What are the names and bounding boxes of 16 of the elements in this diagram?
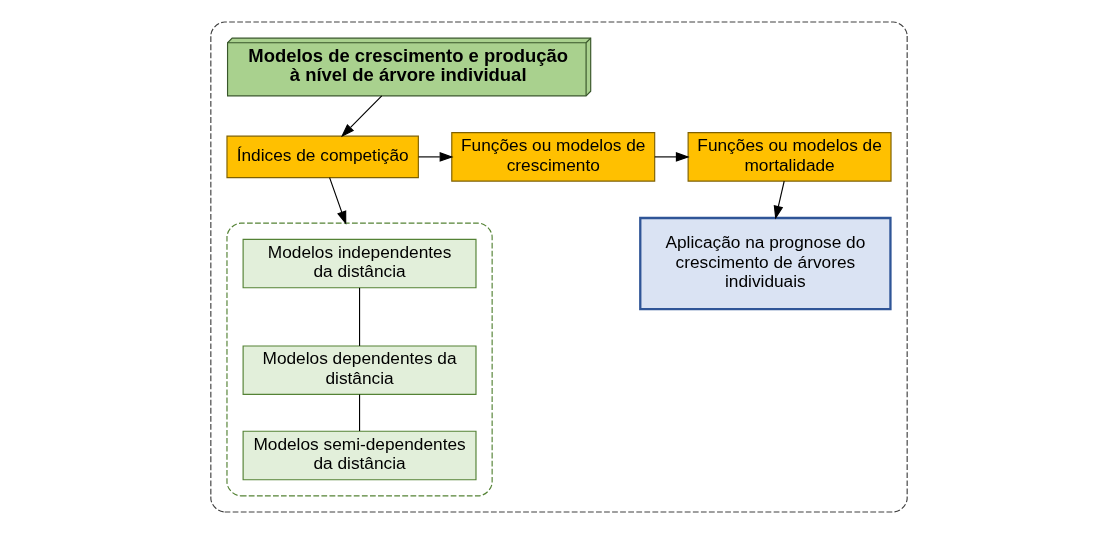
- node-box: Modelos semi-dependentes da distância: [242, 430, 477, 481]
- node-box: Modelos dependentes da distância: [242, 345, 477, 395]
- node-box: Modelos independentes da distância: [242, 238, 477, 289]
- node-box: Aplicação na prognose do crescimento de árvores individuais: [638, 216, 892, 311]
- node-box: Índices de competição: [225, 135, 419, 179]
- node-box: Funções ou modelos de mortalidade: [687, 132, 892, 182]
- arrow: [328, 177, 346, 225]
- arrow: [340, 95, 382, 138]
- cluster: [225, 222, 493, 497]
- node-box: Funções ou modelos de crescimento: [450, 132, 655, 182]
- arrow: [773, 180, 785, 220]
- arrow: [417, 152, 453, 162]
- connector: [358, 287, 360, 347]
- arrow: [653, 152, 690, 162]
- connector: [358, 393, 360, 432]
- cluster: [209, 21, 908, 513]
